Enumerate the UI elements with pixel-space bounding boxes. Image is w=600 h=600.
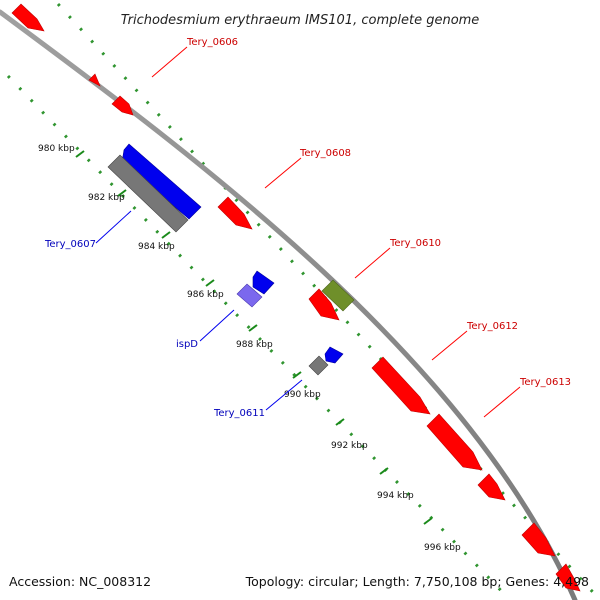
gene-label-tery-0612: Tery_0612 (466, 321, 518, 332)
leader-line-tery-0606 (151, 46, 188, 78)
gene-block-gray (107, 154, 189, 233)
leader-line-tery-0613 (483, 386, 521, 418)
tick-label: 996 kbp (424, 543, 461, 553)
genome-backbone (0, 9, 578, 600)
gene-label-tery-0613: Tery_0613 (519, 377, 571, 388)
major-ticks (75, 150, 433, 525)
tick-label: 992 kbp (331, 441, 368, 451)
gene-arrow-forward (217, 196, 253, 230)
gene-label-ispd: ispD (176, 339, 198, 350)
genome-summary-text: Topology: circular; Length: 7,750,108 bp… (245, 574, 589, 589)
gene-labels[interactable]: Tery_0606 Tery_0608 Tery_0610 Tery_0612 … (44, 37, 571, 419)
tick-mark (248, 324, 258, 332)
gene-block-olive[interactable] (321, 279, 355, 312)
leader-lines (95, 46, 521, 418)
map-title: Trichodesmium erythraeum IMS101, complet… (121, 13, 480, 28)
tick-mark (379, 467, 389, 475)
kbp-tick-labels: 980 kbp 982 kbp 984 kbp 986 kbp 988 kbp … (38, 144, 461, 553)
gene-arrow-forward (308, 288, 340, 321)
tick-label: 980 kbp (38, 144, 75, 154)
tick-label: 986 kbp (187, 290, 224, 300)
gene-arrow-forward (555, 563, 581, 592)
leader-line-tery-0608 (264, 157, 302, 189)
tick-label: 990 kbp (284, 390, 321, 400)
tick-label: 994 kbp (377, 491, 414, 501)
leader-line-ispd (199, 309, 235, 342)
tick-mark (161, 231, 171, 239)
tick-mark (205, 279, 215, 287)
gene-arrow-reverse (324, 346, 344, 364)
gene-arrow-forward (11, 3, 45, 32)
tick-mark (75, 150, 85, 158)
gene-label-tery-0610: Tery_0610 (389, 238, 441, 249)
tick-mark (292, 371, 302, 379)
tick-label: 988 kbp (236, 340, 273, 350)
reverse-strand-genes[interactable] (107, 143, 344, 376)
inner-dotted-guide (6, 74, 512, 600)
tick-mark (423, 517, 433, 525)
gene-block-gray (308, 355, 329, 376)
gene-arrow-forward (477, 473, 506, 501)
gene-arrow-reverse (252, 270, 275, 295)
tick-label: 984 kbp (138, 242, 175, 252)
tick-mark (335, 418, 345, 426)
leader-line-tery-0610 (354, 247, 391, 279)
gene-arrow-forward (111, 95, 134, 116)
leader-line-tery-0612 (431, 330, 468, 361)
gene-label-tery-0606: Tery_0606 (186, 37, 238, 48)
tick-label: 982 kbp (88, 193, 125, 203)
dotted-guides (6, 2, 600, 600)
gene-label-tery-0607: Tery_0607 (44, 239, 96, 250)
gene-arrow-forward (371, 356, 431, 415)
gene-label-tery-0611: Tery_0611 (213, 408, 265, 419)
tick-mark (117, 189, 127, 197)
forward-strand-genes[interactable] (11, 3, 581, 592)
gene-arrow-forward (88, 73, 101, 87)
leader-line-tery-0611 (265, 379, 303, 411)
accession-text: Accession: NC_008312 (9, 574, 151, 589)
gene-block-violet (236, 283, 263, 308)
gene-arrow-forward (521, 522, 556, 557)
gene-label-tery-0608: Tery_0608 (299, 148, 351, 159)
gene-arrow-forward (426, 413, 483, 471)
outer-dotted-guide (56, 2, 600, 600)
leader-line-tery-0607 (95, 210, 132, 244)
